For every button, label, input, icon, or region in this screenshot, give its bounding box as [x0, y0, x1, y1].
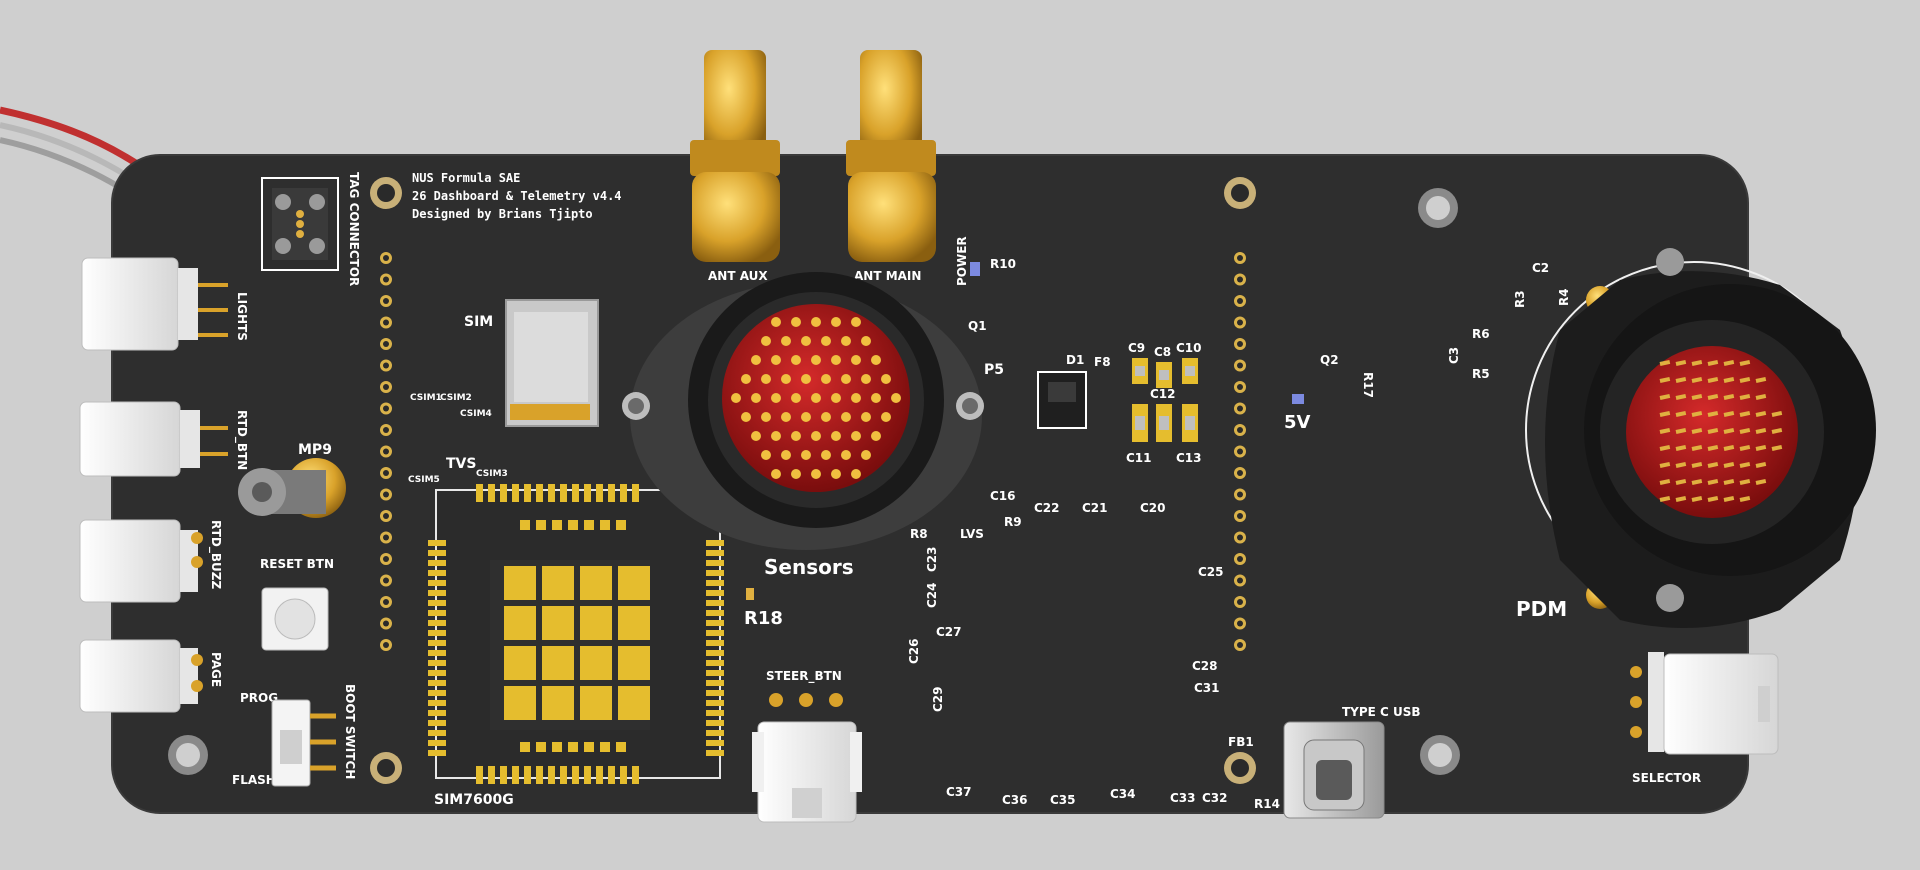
tvs-label: TVS — [446, 456, 476, 472]
lights-connector[interactable] — [81, 257, 228, 351]
rtd-buzz-connector[interactable] — [79, 519, 203, 603]
reset-btn-label: RESET BTN — [260, 557, 334, 571]
power-led — [970, 262, 980, 276]
f8-label: F8 — [1094, 355, 1111, 369]
csim5-label: CSIM5 — [408, 475, 440, 485]
pdm-label: PDM — [1516, 597, 1567, 621]
r14-label: R14 — [1254, 797, 1280, 811]
c26-label: C26 — [907, 638, 921, 664]
c27-label: C27 — [936, 625, 962, 639]
c37-label: C37 — [946, 785, 972, 799]
5v-led — [1292, 394, 1304, 404]
r9-label: R9 — [1004, 515, 1022, 529]
c36-label: C36 — [1002, 793, 1028, 807]
r8-label: R8 — [910, 527, 928, 541]
mp9-label: MP9 — [298, 442, 332, 458]
sensors-label: Sensors — [764, 555, 854, 579]
sim7600g-label: SIM7600G — [434, 792, 514, 808]
c35-label: C35 — [1050, 793, 1076, 807]
r18-label: R18 — [744, 608, 783, 629]
sim-card-holder[interactable] — [505, 299, 599, 427]
c24-label: C24 — [925, 582, 939, 608]
r6-label: R6 — [1472, 327, 1490, 341]
csim1-label: CSIM1 — [410, 393, 442, 403]
rtd-btn-label: RTD_BTN — [234, 410, 249, 470]
c2-label: C2 — [1532, 261, 1549, 275]
mounting-holes — [168, 177, 1460, 784]
p5-label: P5 — [984, 362, 1004, 378]
d1-diode — [1037, 371, 1087, 429]
mp9-standoff — [238, 458, 346, 518]
lvs-label: LVS — [960, 527, 984, 541]
c12-label: C12 — [1150, 387, 1176, 401]
selector-connector[interactable] — [1630, 652, 1779, 755]
c20-label: C20 — [1140, 501, 1166, 515]
r10-label: R10 — [990, 257, 1016, 271]
q2-label: Q2 — [1320, 353, 1339, 367]
page-connector[interactable] — [79, 639, 203, 713]
sim-label: SIM — [464, 314, 493, 330]
c29-label: C29 — [931, 686, 945, 712]
type-c-usb-connector[interactable] — [1283, 721, 1385, 819]
board-title-line-3: Designed by Brians Tjipto — [412, 207, 593, 221]
r5-label: R5 — [1472, 367, 1490, 381]
d1-label: D1 — [1066, 353, 1084, 367]
pdm-connector[interactable] — [1525, 248, 1876, 628]
reset-button[interactable] — [261, 587, 329, 651]
pin-header-right — [1234, 252, 1246, 651]
page-label: PAGE — [209, 652, 223, 687]
type-c-label: TYPE C USB — [1342, 705, 1421, 719]
sim7600g-module — [428, 484, 724, 784]
c8-label: C8 — [1154, 345, 1171, 359]
r4-label: R4 — [1557, 288, 1571, 306]
pin-header-left — [380, 252, 392, 651]
fb1-label: FB1 — [1228, 735, 1254, 749]
c22-label: C22 — [1034, 501, 1060, 515]
c28-label: C28 — [1192, 659, 1218, 673]
power-capacitors — [1132, 358, 1198, 442]
lights-label: LIGHTS — [235, 292, 249, 341]
csim4-label: CSIM4 — [460, 409, 492, 419]
steer-btn-label: STEER_BTN — [766, 669, 842, 684]
5v-label: 5V — [1284, 412, 1311, 433]
c34-label: C34 — [1110, 787, 1136, 801]
power-led-label: POWER — [955, 236, 969, 286]
c10-label: C10 — [1176, 341, 1202, 355]
r17-label: R17 — [1361, 372, 1375, 398]
c21-label: C21 — [1082, 501, 1108, 515]
selector-label: SELECTOR — [1632, 771, 1701, 785]
boot-switch[interactable] — [271, 699, 336, 787]
boot-switch-label: BOOT SWITCH — [343, 684, 357, 779]
c33-label: C33 — [1170, 791, 1196, 805]
tag-connector[interactable] — [261, 177, 339, 271]
c9-label: C9 — [1128, 341, 1145, 355]
flash-label: FLASH — [232, 773, 276, 787]
r3-label: R3 — [1513, 290, 1527, 308]
c32-label: C32 — [1202, 791, 1228, 805]
board-title-line-2: 26 Dashboard & Telemetry v4.4 — [412, 189, 622, 203]
rtd-btn-connector[interactable] — [79, 401, 228, 477]
c11-label: C11 — [1126, 451, 1152, 465]
ant-main-connector[interactable] — [846, 50, 936, 262]
c3-label: C3 — [1447, 347, 1461, 364]
ant-aux-connector[interactable] — [690, 50, 780, 262]
c31-label: C31 — [1194, 681, 1220, 695]
csim3-label: CSIM3 — [476, 469, 508, 479]
board-title-line-1: NUS Formula SAE — [412, 171, 520, 185]
ant-main-label: ANT MAIN — [854, 269, 921, 283]
steer-btn-connector[interactable] — [752, 693, 862, 823]
csim2-label: CSIM2 — [440, 393, 472, 403]
c25-label: C25 — [1198, 565, 1224, 579]
ant-aux-label: ANT AUX — [708, 269, 768, 283]
c16-label: C16 — [990, 489, 1016, 503]
c23-label: C23 — [925, 546, 939, 572]
prog-label: PROG — [240, 691, 278, 705]
tag-connector-label: TAG CONNECTOR — [347, 172, 361, 286]
q1-label: Q1 — [968, 319, 987, 333]
sensors-connector[interactable] — [622, 272, 984, 550]
rtd-buzz-label: RTD_BUZZ — [208, 520, 223, 589]
c13-label: C13 — [1176, 451, 1202, 465]
